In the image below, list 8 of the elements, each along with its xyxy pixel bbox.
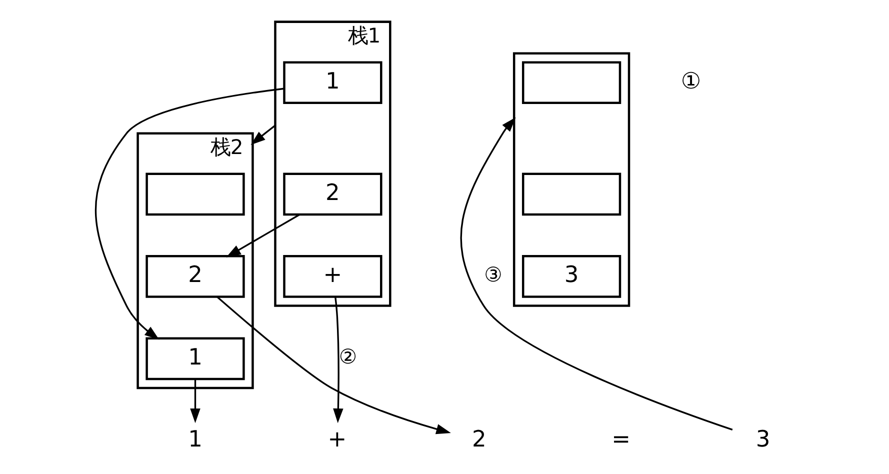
edge-label: ③ [484, 262, 502, 286]
node-text: + [328, 426, 347, 453]
edge-label: ② [338, 344, 357, 369]
label: ① [680, 68, 702, 94]
node-text: = [612, 426, 631, 453]
node-text: 1 [188, 426, 202, 453]
node-text: 2 [472, 426, 486, 453]
node-text: 3 [756, 426, 770, 453]
